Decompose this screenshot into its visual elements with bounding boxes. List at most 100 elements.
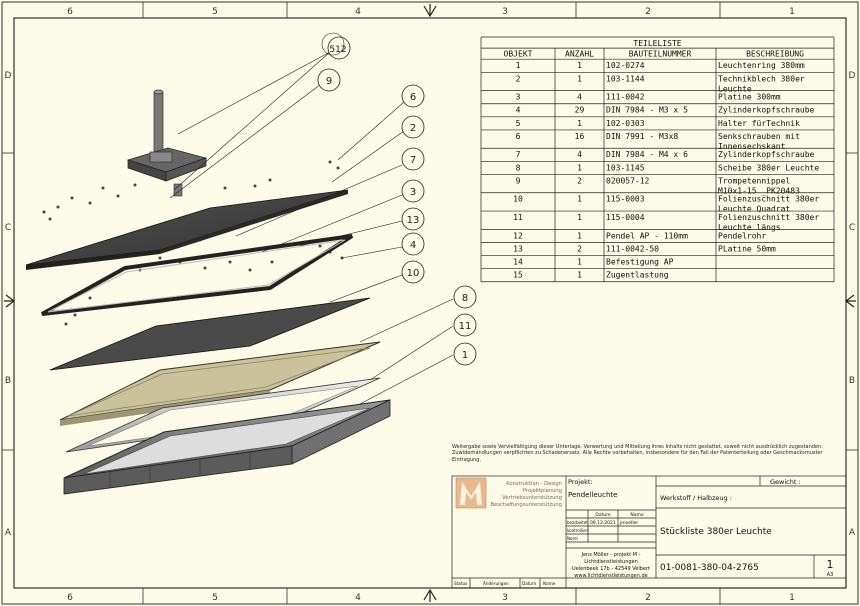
part-anzahl: 4 [577,93,582,102]
part-description: Senkschrauben mit [718,132,800,141]
column-label: 6 [67,7,73,17]
balloon-label: 13 [407,215,420,226]
part-objekt: 1 [516,61,521,70]
part-number: 111-0042-50 [606,244,659,253]
part-anzahl: 1 [577,258,582,267]
balloon-label: 11 [459,321,472,332]
part-description: Zylinderkopfschraube [718,150,815,159]
part-number: 103-1144 [606,74,645,83]
part-description: Zylinderkopfschraube [718,106,815,115]
part-number: 102-0274 [606,61,645,70]
footer-datum: Datum [522,581,536,586]
footer-name: Name [543,581,556,586]
sheet-number: 1 [827,558,834,571]
gewicht-label: Gewicht : [770,478,801,486]
balloon-label: 2 [410,123,416,134]
row-label: D [5,71,12,81]
part-description: Technikblech 380er [718,74,805,83]
column-label: 3 [502,593,508,603]
parts-list-header: OBJEKT [504,50,533,59]
projekt-value: Pendelleuchte [568,491,617,499]
part-objekt: 3 [516,93,521,102]
row-label: B [849,376,855,386]
part-description: Leuchtenring 380mm [718,61,805,70]
part-objekt: 6 [516,132,521,141]
row-label: A [849,528,856,538]
row-label-bearbeitet: bearbeitet [567,520,588,525]
service-line: Projektplanung [523,488,562,494]
balloon-label: 3 [410,187,416,198]
row-label: C [849,223,855,233]
row-label: D [849,71,856,81]
column-label: 2 [645,593,651,603]
part-anzahl: 2 [577,176,582,185]
part-anzahl: 1 [577,271,582,280]
part-description: Leuchte [718,84,752,93]
part-number: DIN 7991 - M3x8 [606,132,678,141]
part-description: Halter fürTechnik [718,119,800,128]
part-anzahl: 2 [577,244,582,253]
part-objekt: 14 [513,258,523,267]
part-objekt: 9 [516,176,521,185]
row-labels-left: D C B A [5,71,12,538]
row-labels-right: D C B A [849,71,856,538]
balloon: 9 [317,68,341,92]
part-description: Leuchte Quadrat [718,205,790,214]
part-number: Zugentlastung [606,271,669,280]
technic-holder [126,147,208,197]
part-description: Folienzuschnitt 380er [718,213,819,222]
part-number: DIN 7984 - M3 x 5 [606,106,688,115]
title-block [451,475,847,589]
footer-status: Status [454,581,467,586]
column-label: 4 [355,593,361,603]
part-description: Leuchte längs [718,223,781,232]
logo-services: Konstruktion - Design Projektplanung Ver… [490,481,562,508]
part-objekt: 11 [513,213,523,222]
part-description: Platine 300mm [718,93,781,102]
balloon-label: 9 [326,76,332,87]
balloon: 2 [401,115,425,139]
inner-border [13,17,847,589]
part-anzahl: 1 [577,74,582,83]
column-labels-bottom: 6 5 4 3 2 1 [67,593,795,603]
column-label: 3 [502,7,508,17]
part-number: 102-0303 [606,119,645,128]
column-label: 5 [212,593,218,603]
column-label: 1 [789,7,795,17]
balloon: 512 [321,32,351,60]
row-label: B [5,376,11,386]
part-description: Pendelrohr [718,231,766,240]
balloon: 13 [401,207,425,231]
balloon: 6 [401,84,425,108]
part-anzahl: 1 [577,61,582,70]
parts-list-title: TEILELISTE [633,39,681,48]
part-number: Pendel AP - 110mm [606,231,688,240]
foil-square [49,297,371,371]
column-label: 4 [355,7,361,17]
drawing-title: Stückliste 380er Leuchte [660,527,772,537]
part-description: Scheibe 380er Leuchte [718,163,819,172]
balloon: 11 [453,313,477,337]
name-header: Name [630,512,644,518]
column-labels-top: 6 5 4 3 2 1 [67,7,795,17]
part-number: 020057-12 [606,176,650,185]
balloon: 1 [453,342,477,366]
part-number: 115-0003 [606,195,645,204]
balloon-label: 8 [462,293,468,304]
sheet-format: A3 [827,572,834,578]
parts-list-header: BESCHREIBUNG [746,50,804,59]
copyright-text: Weitergabe sowie Vervielfältigung dieser… [452,444,823,463]
part-objekt: 7 [516,150,521,159]
balloon-label: 512 [329,45,346,55]
company-line: Uelenbeek 17b - 42549 Velbert [572,566,650,572]
balloon-label: 1 [462,350,468,361]
datum-header: Datum [595,512,610,518]
balloon: 4 [401,232,425,256]
pendant-tube [153,89,164,157]
leader-lines [169,51,454,405]
title-block-text: Projekt: Pendelleuchte Gewicht : Werksto… [454,478,834,586]
parts-list-header: ANZAHL [565,50,594,59]
part-objekt: 4 [516,106,521,115]
